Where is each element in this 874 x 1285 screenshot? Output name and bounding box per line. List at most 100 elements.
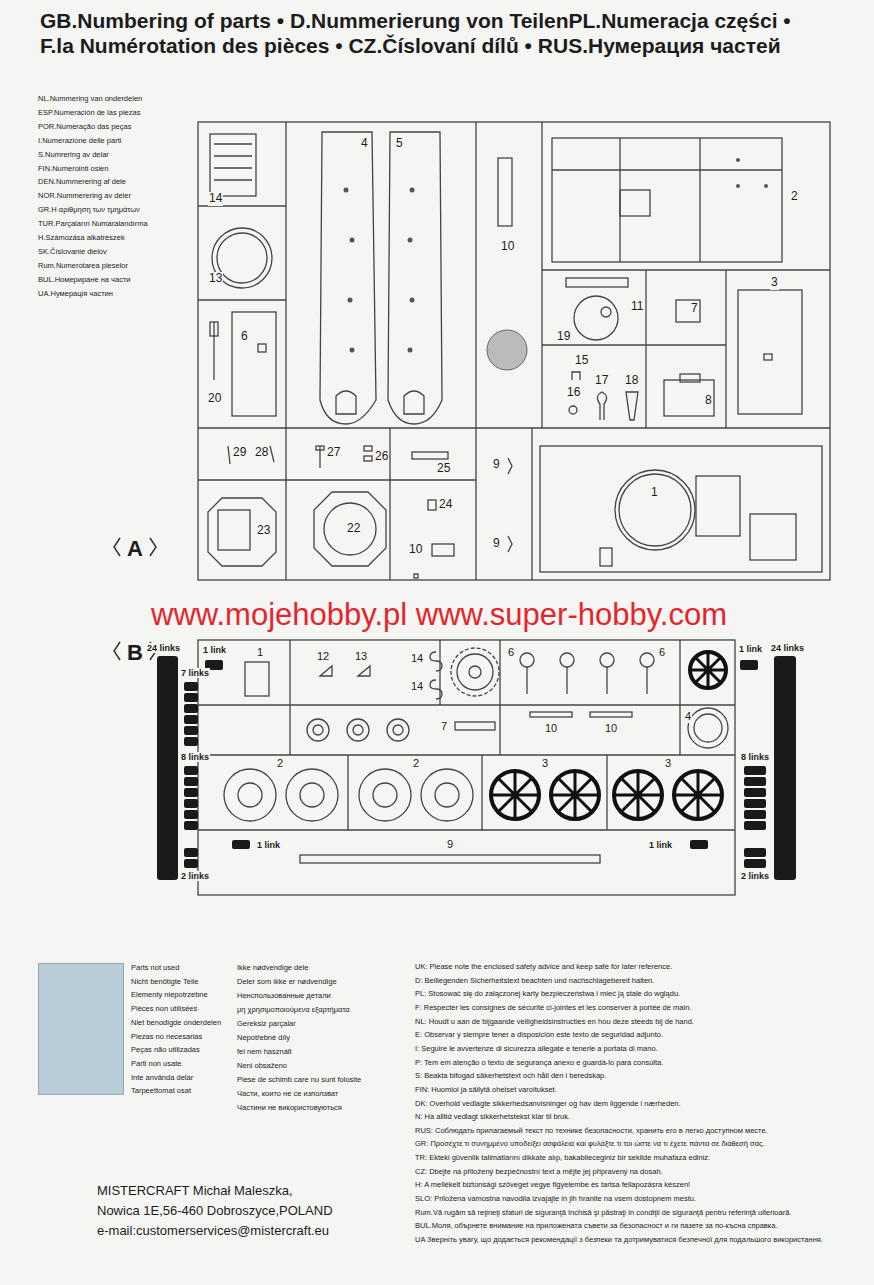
legend-translation: Deler som ikke er nødvendige (236, 978, 338, 987)
part-number: 19 (556, 330, 571, 344)
sprue-part-outline (491, 652, 726, 819)
part-number: 23 (256, 524, 271, 538)
sprue-part-outline (690, 652, 726, 688)
sprue-part-outline (676, 300, 700, 322)
sprue-part-outline (412, 452, 448, 459)
sprue-part-outline (350, 348, 355, 353)
sprue-part-outline (475, 122, 476, 580)
sprue-part-outline (198, 640, 735, 895)
safety-note: I: Seguire le avvertenze di sicurezza al… (414, 1045, 659, 1054)
part-number: 9 (446, 838, 454, 851)
sprue-part-outline (646, 667, 647, 694)
sprue-part-outline (530, 712, 572, 717)
part-number: 8 links (740, 752, 770, 762)
sprue-part-outline (286, 479, 476, 480)
sprue-part-outline (744, 821, 766, 830)
sprue-part-outline (313, 725, 323, 735)
sprue-part-outline (350, 238, 355, 243)
part-number: 1 link (256, 840, 281, 850)
safety-note: NL: Houdt u aan de bijgaande veiligheids… (414, 1018, 695, 1027)
sprue-part-outline (699, 138, 700, 262)
part-number: 4 (360, 137, 369, 151)
sprue-part-outline (469, 666, 481, 678)
sprue-part-outline (114, 642, 120, 660)
language-line: FIN.Numerointi osien (37, 165, 109, 174)
part-number: 2 (412, 757, 420, 770)
sprue-part-outline (214, 155, 252, 156)
sprue-part-outline (388, 132, 442, 424)
sprue-part-outline (414, 574, 418, 578)
sprue-part-outline (774, 656, 796, 880)
part-number: 1 link (202, 645, 227, 655)
sprue-part-outline (744, 848, 766, 857)
sprue-part-outline (114, 538, 120, 556)
sprue-part-outline (744, 799, 766, 808)
part-number: 22 (346, 522, 361, 536)
part-number: 7 links (180, 668, 210, 678)
sprue-part-outline (736, 184, 740, 188)
sprue-part-outline (439, 640, 440, 705)
sprue-part-outline (664, 380, 714, 416)
language-line: GR.H αρίθμηση των τμημάτων (37, 206, 141, 215)
sprue-part-outline (560, 653, 574, 667)
part-number: 10 (604, 722, 618, 735)
part-number: 12 (316, 650, 330, 663)
sprue-part-outline (744, 788, 766, 797)
sprue-part-outline (214, 167, 252, 168)
language-line: BUL.Номериране на части (37, 276, 132, 285)
sprue-part-outline (508, 536, 512, 552)
part-number: 7 (440, 720, 448, 733)
sprue-part-outline (198, 427, 830, 428)
sprue-part-outline (198, 640, 735, 895)
sprue-part-outline (614, 771, 662, 819)
sprue-part-outline (597, 392, 606, 420)
safety-note: DK: Overhold vedlagte sikkerhedsanvisnin… (414, 1100, 682, 1109)
sprue-part-outline (210, 322, 218, 336)
legend-translation: Piezas no necesarias (130, 1033, 203, 1042)
sprue-part-outline (364, 446, 372, 451)
sprue-part-outline (736, 158, 740, 162)
sprue-part-outline (408, 238, 413, 243)
safety-note: UK: Please note the enclosed safety advi… (414, 963, 673, 972)
sprue-part-outline (387, 719, 409, 741)
part-number: 13 (208, 272, 223, 286)
safety-note: FIN: Huomioi ja säilytä oheiset varoituk… (414, 1086, 558, 1095)
part-number: 24 links (770, 643, 805, 653)
sprue-part-outline (319, 446, 320, 468)
part-number: 14 (208, 192, 223, 206)
sprue-part-outline (410, 298, 415, 303)
safety-note: Rum.Vă rugăm să reţineţi sfaturi de sigu… (414, 1209, 792, 1218)
sprue-part-outline (457, 654, 493, 690)
part-number: 29 (232, 446, 247, 460)
language-line: Rum.Numerotarea pieselor (37, 262, 129, 271)
sprue-part-outline (541, 122, 542, 428)
sprue-part-outline (353, 725, 363, 735)
sprue-part-outline (198, 704, 735, 705)
sprue-part-outline (740, 660, 758, 670)
safety-note: N: Ha alltid vedlagt sikkerhetstekst kla… (414, 1113, 571, 1122)
part-number: 10 (408, 543, 423, 557)
part-number: 20 (207, 392, 222, 406)
sprue-part-outline (615, 470, 695, 550)
sprue-part-outline (238, 783, 262, 807)
sprue-part-outline (620, 190, 650, 216)
sprue-part-outline (348, 298, 353, 303)
sprue-part-outline (198, 122, 830, 580)
part-number: 1 (650, 486, 659, 500)
sprue-part-outline (320, 666, 332, 676)
part-number: 6 (240, 330, 249, 344)
sprue-part-outline (157, 656, 178, 880)
language-line: NL.Nummering van onderdelen (37, 95, 143, 104)
sprue-part-outline (552, 169, 782, 170)
sprue-part-outline (520, 653, 534, 667)
part-number: 2 links (740, 871, 770, 881)
sprue-part-outline (572, 372, 580, 380)
sprue-part-outline (428, 500, 436, 510)
language-line: TUR.Parçaların Numaralandırma (37, 220, 149, 229)
language-line: ESP.Numeración de las piezas (37, 109, 141, 118)
sprue-part-outline (336, 391, 356, 414)
part-number: 7 (690, 302, 699, 316)
sprue-part-outline (566, 667, 567, 694)
legend-translation: Gereksiz parçalar (236, 1020, 297, 1029)
legend-translation: Ненспользованные детали (236, 992, 332, 1001)
